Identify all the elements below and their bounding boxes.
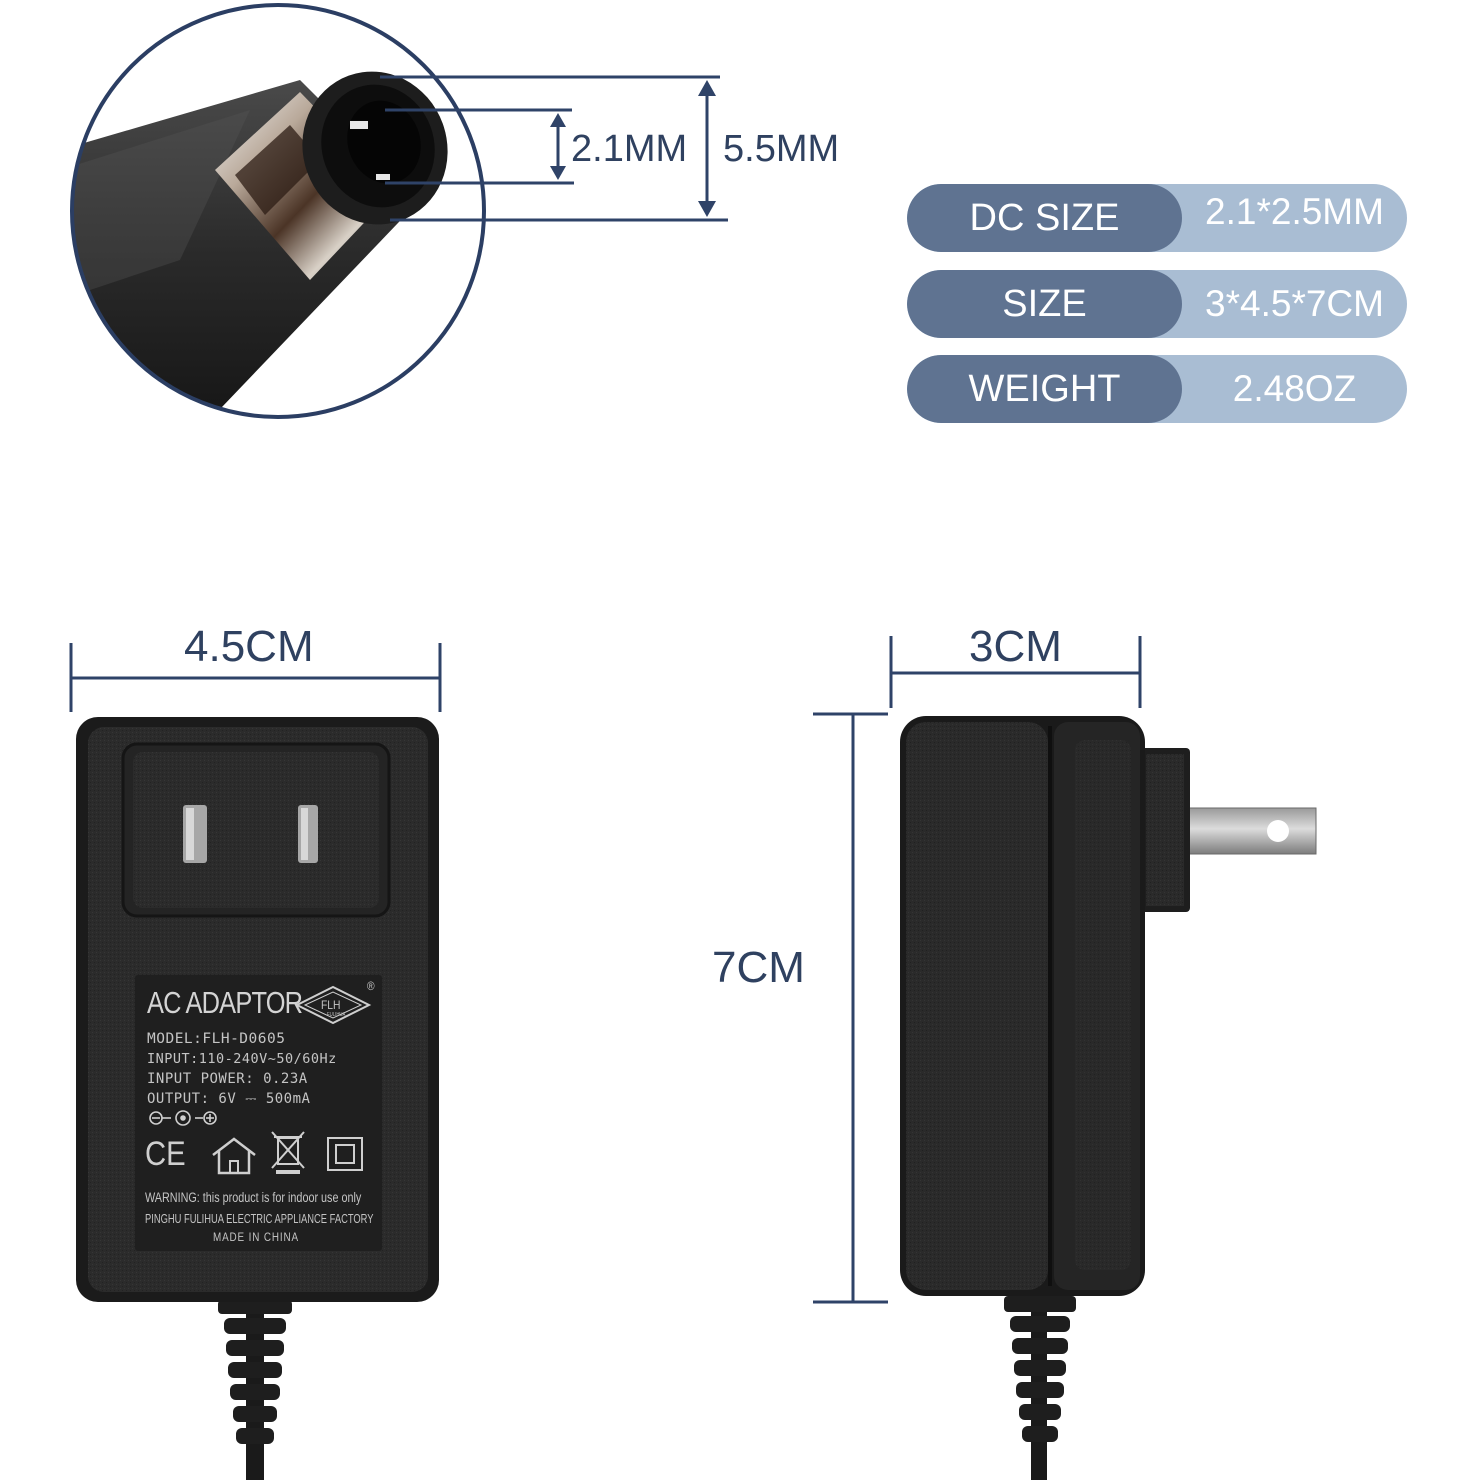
label-output: OUTPUT: 6V ⎓ 500mA	[147, 1091, 311, 1107]
spec-key: WEIGHT	[907, 355, 1182, 423]
registered-mark: ®	[367, 979, 375, 993]
outer-diameter-label: 5.5MM	[723, 128, 840, 170]
label-origin: MADE IN CHINA	[213, 1232, 299, 1244]
label-factory: PINGHU FULIHUA ELECTRIC APPLIANCE FACTOR…	[145, 1211, 374, 1226]
label-title: AC ADAPTOR	[147, 985, 303, 1020]
flh-logo-icon	[294, 985, 372, 1025]
adapter-height-label: 7CM	[712, 943, 805, 992]
spec-row-weight: WEIGHT 2.48OZ	[907, 355, 1407, 423]
label-input: INPUT:110-240V~50/60Hz	[147, 1051, 337, 1067]
spec-key: SIZE	[907, 270, 1182, 338]
double-insulation-icon	[327, 1137, 363, 1171]
spec-row-size: SIZE 3*4.5*7CM	[907, 270, 1407, 338]
polarity-icon	[149, 1110, 217, 1126]
spec-row-dc-size: DC SIZE 2.1*2.5MM	[907, 184, 1407, 252]
inner-diameter-label: 2.1MM	[571, 128, 688, 170]
logo-subtext: FULIHUA	[327, 1012, 346, 1018]
label-warning: WARNING: this product is for indoor use …	[145, 1190, 362, 1205]
logo-text: FLH	[321, 998, 341, 1012]
adapter-depth-label: 3CM	[969, 622, 1062, 671]
dc-plug-closeup	[70, 3, 728, 419]
spec-value: 2.48OZ	[1232, 368, 1357, 409]
label-model: MODEL:FLH-D0605	[147, 1031, 286, 1047]
label-input-power: INPUT POWER: 0.23A	[147, 1071, 308, 1087]
adapter-label-plate: AC ADAPTOR FLH FULIHUA ® MODEL:FLH-D0605…	[135, 975, 382, 1251]
spec-value: 3*4.5*7CM	[1205, 283, 1384, 324]
spec-value: 2.1*2.5MM	[1205, 191, 1384, 232]
adapter-side-view	[813, 636, 1317, 1480]
adapter-width-label: 4.5CM	[184, 622, 314, 671]
ce-mark: CE	[145, 1135, 186, 1173]
spec-key: DC SIZE	[907, 184, 1182, 252]
weee-bin-icon	[271, 1131, 305, 1174]
indoor-use-house-icon	[212, 1137, 256, 1175]
